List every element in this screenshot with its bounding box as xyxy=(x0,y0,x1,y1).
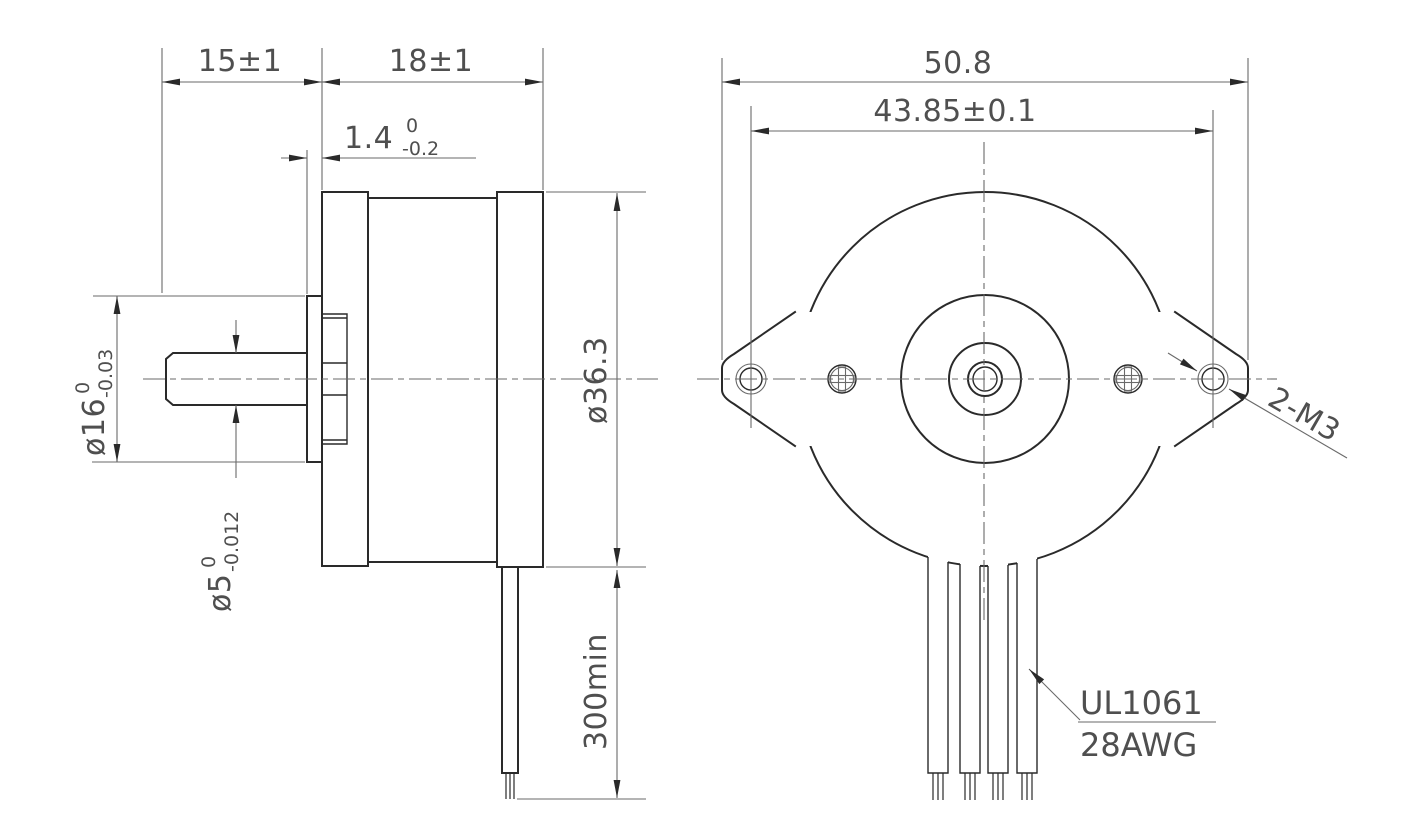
svg-text:ø16: ø16 xyxy=(77,398,112,456)
dim-boss-height-label: 1.4 0 -0.2 xyxy=(344,115,439,160)
svg-text:300min: 300min xyxy=(579,633,614,750)
dim-overall-width-label: 50.8 xyxy=(924,46,993,81)
wire-strands xyxy=(932,773,1033,800)
wire-spec-standard: UL1061 xyxy=(1080,684,1203,722)
svg-text:1.4: 1.4 xyxy=(344,121,393,156)
svg-text:-0.03: -0.03 xyxy=(95,349,117,398)
svg-text:0: 0 xyxy=(72,382,94,394)
dim-shaft-length-label: 15±1 xyxy=(198,44,282,79)
svg-text:0: 0 xyxy=(198,556,220,568)
svg-text:-0.012: -0.012 xyxy=(221,511,243,572)
wire-spec-gauge: 28AWG xyxy=(1080,726,1197,764)
motor-body xyxy=(367,197,498,563)
dim-hole-span-label: 43.85±0.1 xyxy=(873,94,1036,129)
side-view: 15±1 18±1 1.4 0 -0.2 ø16 0 -0.03 ø5 0 -0… xyxy=(72,44,658,800)
left-ear-outline xyxy=(721,310,797,448)
wire-spec-callout: UL1061 28AWG xyxy=(1028,668,1216,764)
svg-text:ø5: ø5 xyxy=(203,574,238,612)
front-view: 50.8 43.85±0.1 2-M3 UL1061 28AWG xyxy=(697,46,1348,800)
dim-lead-length-label: 300min xyxy=(579,633,614,750)
extension-lines-side xyxy=(92,48,646,800)
lead-strands-side xyxy=(505,773,515,799)
extension-lines-front xyxy=(721,58,1249,428)
dim-body-dia-label: ø36.3 xyxy=(579,336,614,424)
lead-wires-front xyxy=(927,551,1038,800)
dim-shaft-dia-label: ø5 0 -0.012 xyxy=(198,511,243,612)
lead-bundle-side xyxy=(501,567,519,774)
svg-text:0: 0 xyxy=(406,115,418,137)
dim-body-length-label: 18±1 xyxy=(389,44,473,79)
shaft-outline xyxy=(165,352,308,406)
svg-text:ø36.3: ø36.3 xyxy=(579,336,614,424)
svg-text:-0.2: -0.2 xyxy=(402,138,439,160)
thread-callout-label: 2-M3 xyxy=(1262,381,1346,450)
dim-boss-dia-label: ø16 0 -0.03 xyxy=(72,349,117,456)
